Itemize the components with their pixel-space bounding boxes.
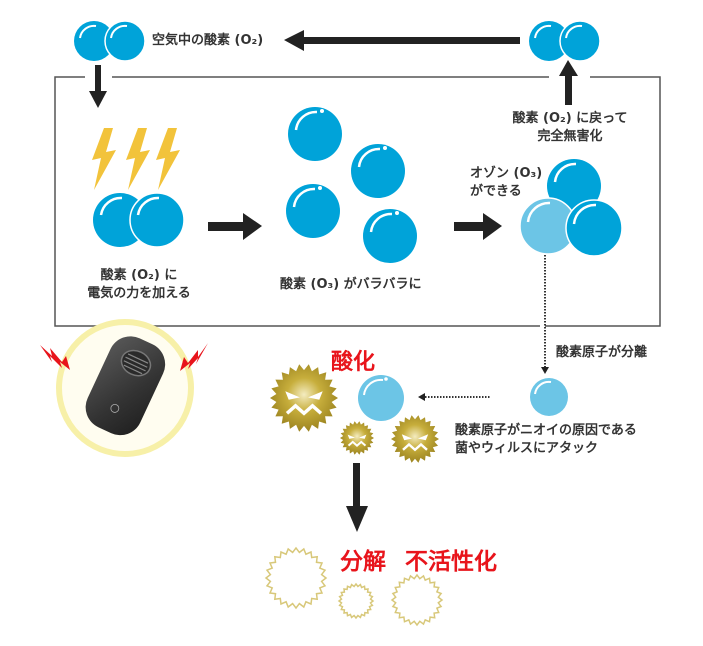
oxygen-molecule-icon: [93, 192, 185, 248]
arrow-up-right: [559, 60, 578, 105]
germ-icon: [270, 364, 338, 432]
dotted-arrow-down: [541, 255, 549, 374]
germ-icon: [391, 415, 439, 463]
label-return-line2: 完全無害化: [537, 129, 603, 144]
ozone-molecule-icon: [519, 159, 623, 257]
oxygen-atom-icon: [286, 184, 340, 238]
label-electric-line2: 電気の力を加える: [87, 286, 191, 301]
label-split: 酸素 (O₃) がバラバラに: [280, 277, 422, 292]
label-ozone: オゾン (O₃) ができる: [470, 165, 542, 201]
label-return-oxygen: 酸素 (O₂) に戻って 完全無害化: [500, 110, 640, 146]
label-air-oxygen: 空気中の酸素 (O₂): [152, 33, 264, 48]
label-decompose: 分解: [340, 549, 386, 575]
arrow-down-left: [89, 65, 107, 108]
arrow-to-air-oxygen: [284, 30, 520, 51]
oxygen-atom-icon: [363, 209, 417, 263]
spark-icon: [40, 345, 70, 370]
label-electric-line1: 酸素 (O₂) に: [100, 268, 178, 283]
inactive-germ-icon: [337, 582, 375, 620]
oxygen-atom-icon: [530, 378, 568, 416]
dotted-arrow-left: [418, 393, 491, 401]
germ-group: [270, 364, 439, 463]
label-ozone-line2: ができる: [470, 184, 522, 199]
oxygen-molecule-icon: [74, 20, 146, 62]
label-attack-line1: 酸素原子がニオイの原因である: [455, 423, 637, 438]
inactive-germ-icon: [264, 546, 328, 610]
arrow-right-2: [454, 213, 502, 240]
label-oxidation: 酸化: [331, 350, 376, 375]
inactive-germ-group: [264, 546, 444, 627]
label-attack-line2: 菌やウィルスにアタック: [455, 441, 599, 456]
label-inactivate: 不活性化: [405, 549, 497, 575]
spark-icon: [180, 343, 208, 371]
lightning-icon: [92, 128, 180, 190]
arrow-down-bottom: [346, 463, 368, 532]
arrow-right-1: [208, 213, 262, 240]
oxygen-atom-icon: [288, 107, 342, 161]
label-attack: 酸素原子がニオイの原因である 菌やウィルスにアタック: [455, 422, 637, 458]
oxygen-atom-icon: [351, 144, 405, 198]
label-ozone-line1: オゾン (O₃): [470, 166, 543, 181]
oxygen-atom-icon: [358, 375, 404, 421]
germ-icon: [340, 421, 374, 455]
cycle-frame: [54, 76, 661, 327]
label-return-line1: 酸素 (O₂) に戻って: [512, 111, 628, 126]
inactive-germ-icon: [390, 573, 444, 627]
label-electric: 酸素 (O₂) に 電気の力を加える: [64, 267, 214, 303]
ozone-generator-device: [56, 319, 194, 457]
oxygen-molecule-icon: [529, 20, 601, 62]
label-atom-separate: 酸素原子が分離: [556, 345, 648, 360]
